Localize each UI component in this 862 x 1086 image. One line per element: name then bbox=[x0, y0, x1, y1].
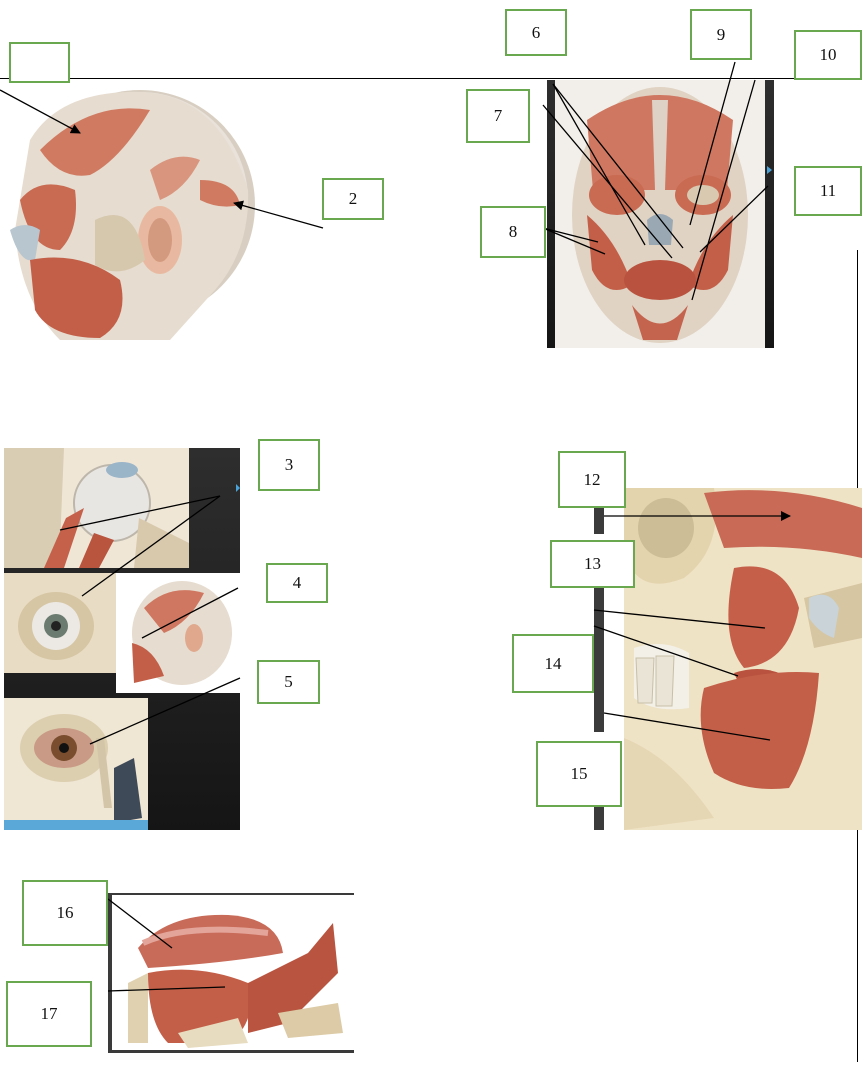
arrow-1 bbox=[0, 90, 80, 133]
label-box-15[interactable]: 15 bbox=[536, 741, 622, 807]
label-box-13[interactable]: 13 bbox=[550, 540, 635, 588]
label-box-12[interactable]: 12 bbox=[558, 451, 626, 508]
arrow-5 bbox=[90, 678, 240, 744]
arrow-7 bbox=[543, 105, 672, 258]
label-box-6[interactable]: 6 bbox=[505, 9, 567, 56]
arrow-13b bbox=[594, 626, 738, 676]
label-box-5[interactable]: 5 bbox=[257, 660, 320, 704]
label-box-3[interactable]: 3 bbox=[258, 439, 320, 491]
label-box-17[interactable]: 17 bbox=[6, 981, 92, 1047]
label-box-2[interactable]: 2 bbox=[322, 178, 384, 220]
label-box-16[interactable]: 16 bbox=[22, 880, 108, 946]
arrow-6b bbox=[553, 84, 683, 248]
label-box-8[interactable]: 8 bbox=[480, 206, 546, 258]
arrow-4 bbox=[142, 588, 238, 638]
arrow-9 bbox=[690, 62, 735, 225]
arrow-13a bbox=[594, 610, 765, 628]
arrow-10 bbox=[692, 80, 755, 300]
arrow-17 bbox=[108, 987, 225, 991]
arrow-15 bbox=[604, 713, 770, 740]
label-box-10[interactable]: 10 bbox=[794, 30, 862, 80]
label-box-14[interactable]: 14 bbox=[512, 634, 594, 693]
label-box-9[interactable]: 9 bbox=[690, 9, 752, 60]
label-box-11[interactable]: 11 bbox=[794, 166, 862, 216]
arrow-2 bbox=[234, 203, 323, 228]
arrow-11 bbox=[700, 186, 768, 252]
label-box-1[interactable] bbox=[9, 42, 70, 83]
arrow-6a bbox=[553, 84, 645, 245]
label-box-7[interactable]: 7 bbox=[466, 89, 530, 143]
arrow-16 bbox=[108, 899, 172, 948]
label-box-4[interactable]: 4 bbox=[266, 563, 328, 603]
